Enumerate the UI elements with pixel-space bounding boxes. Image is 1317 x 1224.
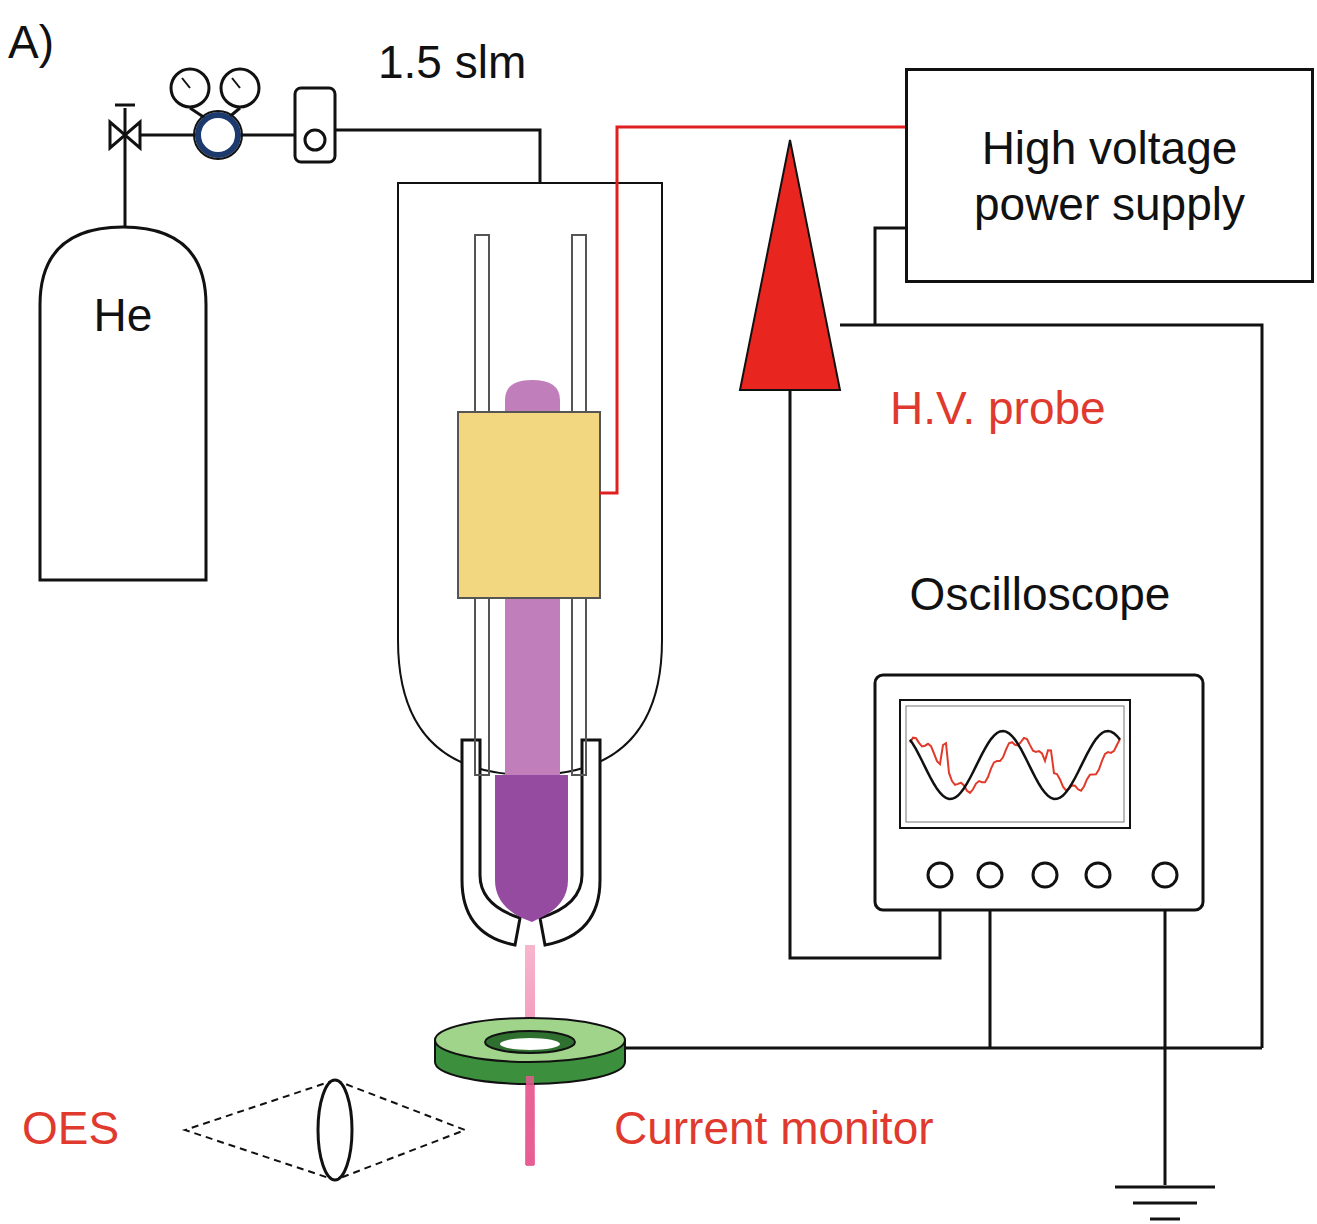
power-supply-box: High voltage power supply: [905, 68, 1314, 283]
flow-rate: 1.5 slm: [378, 34, 526, 90]
hv-probe: [740, 140, 840, 390]
panel-letter: A): [8, 14, 54, 70]
gas-cylinder-outline: [38, 225, 208, 582]
part-label: H.V. probe: [890, 380, 1106, 436]
ground-symbol: [1115, 1187, 1215, 1219]
plasma-column: [495, 775, 568, 922]
signal-wire: [625, 228, 1262, 1185]
valve-symbol: [110, 105, 140, 148]
electrode: [458, 412, 600, 598]
regulator-symbol: [171, 69, 259, 159]
flowmeter-symbol: [295, 88, 335, 162]
outer-vessel: [398, 183, 662, 775]
node-text: He: [48, 287, 198, 343]
gas-cylinder: He: [38, 225, 208, 582]
node-text: High voltage power supply: [927, 120, 1292, 232]
oscilloscope: Oscilloscope: [840, 560, 1240, 920]
power-supply-box-outline: [905, 68, 1314, 283]
part-label: OES: [22, 1100, 119, 1156]
part-label: Current monitor: [614, 1100, 934, 1156]
plasma-jet: [526, 1076, 534, 1166]
node-text: Oscilloscope: [844, 566, 1236, 622]
hv-wire: [600, 127, 905, 493]
oes-lens: [185, 1080, 465, 1180]
current-monitor: [435, 1018, 625, 1084]
